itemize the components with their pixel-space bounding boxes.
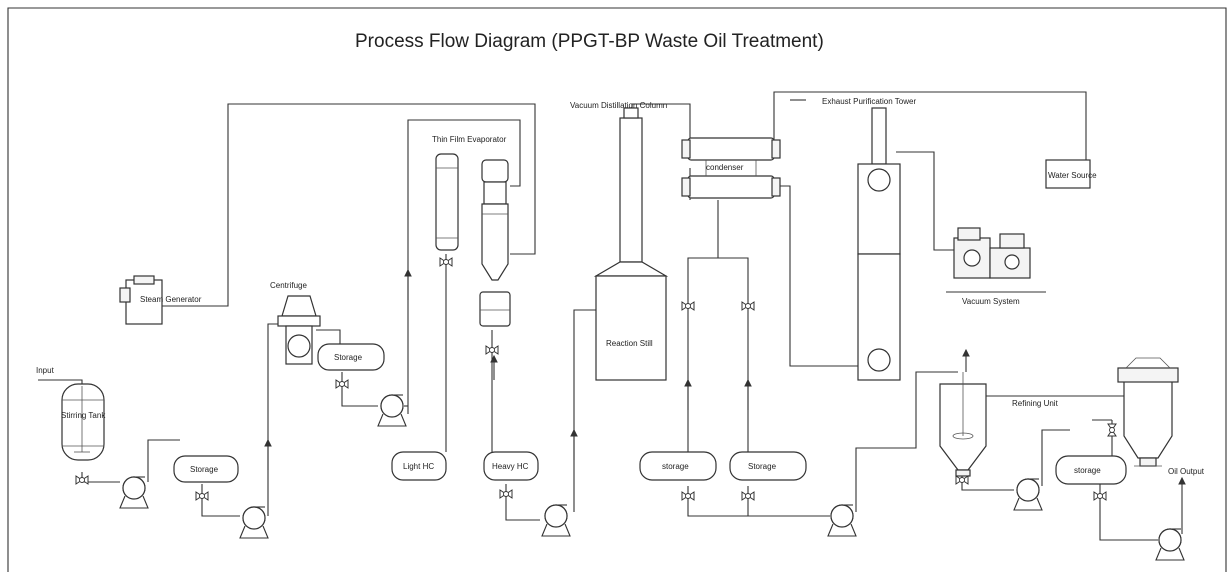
input-label: Input — [36, 366, 55, 375]
storage-tank-2: Storage — [317, 343, 385, 371]
valve-3 — [335, 379, 349, 389]
valve-4 — [439, 257, 453, 267]
reaction-still-label: Reaction Still — [606, 339, 653, 348]
piping — [38, 91, 1186, 541]
pump-6 — [1013, 478, 1043, 511]
valve-12 — [1093, 491, 1107, 501]
storage-2-label: Storage — [334, 353, 363, 362]
valve-11 — [955, 475, 969, 485]
storage-tank-4: Storage — [729, 451, 807, 481]
valve-7 — [681, 301, 695, 311]
refining-filter-vessel — [1117, 357, 1179, 467]
vacuum-distillation-column-label: Vacuum Distillation Column — [570, 101, 667, 110]
water-source-label: Water Source — [1048, 171, 1097, 180]
refining-mixer: Refining Unit — [939, 372, 1059, 477]
valve-8 — [741, 301, 755, 311]
steam-generator: Steam Generator — [119, 275, 202, 325]
reaction-still: Reaction Still — [595, 275, 667, 381]
refining-unit-label: Refining Unit — [1012, 399, 1059, 408]
centrifuge: Centrifuge — [270, 281, 321, 365]
pump-5 — [827, 504, 857, 537]
storage-4-label: Storage — [748, 462, 777, 471]
light-hc-tank: Light HC — [391, 451, 447, 481]
thin-film-evaporator-label: Thin Film Evaporator — [432, 135, 507, 144]
condenser: condenser — [681, 137, 781, 199]
stirring-tank: Stirring Tank — [61, 383, 106, 461]
storage-tank-1: Storage — [173, 455, 239, 483]
vacuum-system: Vacuum System — [946, 227, 1046, 306]
storage-3-label: storage — [662, 462, 689, 471]
stirring-tank-label: Stirring Tank — [61, 411, 106, 420]
condenser-label: condenser — [706, 163, 744, 172]
valve-13 — [1107, 423, 1117, 437]
centrifuge-label: Centrifuge — [270, 281, 307, 290]
heavy-hc-label: Heavy HC — [492, 462, 529, 471]
thin-film-evaporator: Thin Film Evaporator — [432, 135, 511, 327]
exhaust-purification-tower: Exhaust Purification Tower — [822, 97, 916, 381]
valve-5 — [485, 345, 499, 355]
diagram-title: Process Flow Diagram (PPGT-BP Waste Oil … — [355, 31, 824, 52]
exhaust-purification-tower-label: Exhaust Purification Tower — [822, 97, 916, 106]
pump-3 — [377, 394, 407, 427]
pump-1 — [119, 476, 149, 509]
valve-6 — [499, 489, 513, 499]
diagram-frame — [7, 7, 1227, 572]
steam-generator-label: Steam Generator — [140, 295, 202, 304]
pump-2 — [239, 506, 269, 539]
storage-5-label: storage — [1074, 466, 1101, 475]
storage-1-label: Storage — [190, 465, 219, 474]
vacuum-distillation-column: Vacuum Distillation Column — [570, 101, 669, 277]
vacuum-system-label: Vacuum System — [962, 297, 1020, 306]
valve-10 — [741, 491, 755, 501]
storage-tank-3: storage — [639, 451, 717, 481]
water-source: Water Source — [1045, 159, 1097, 189]
pump-4 — [541, 504, 571, 537]
valve-9 — [681, 491, 695, 501]
storage-tank-5: storage — [1055, 455, 1127, 485]
pump-7 — [1155, 528, 1185, 561]
valve-2 — [195, 491, 209, 501]
valve-1 — [75, 475, 89, 485]
oil-output-label: Oil Output — [1168, 467, 1205, 476]
light-hc-label: Light HC — [403, 462, 434, 471]
heavy-hc-tank: Heavy HC — [483, 451, 539, 481]
